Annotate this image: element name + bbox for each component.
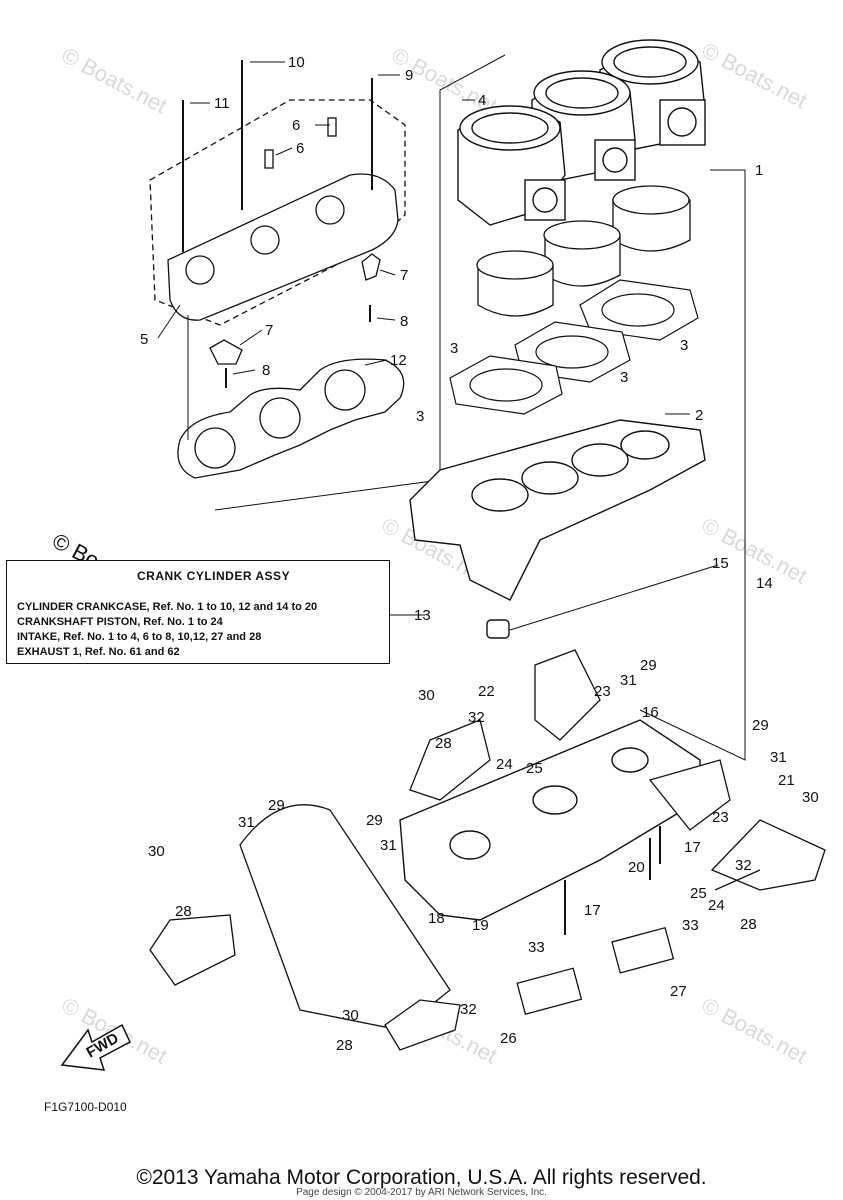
- watermark: © Boats.net: [698, 512, 812, 588]
- callout: 2: [695, 407, 703, 424]
- callout: 4: [478, 92, 486, 109]
- callout: 7: [400, 267, 408, 284]
- callout: 31: [770, 749, 787, 766]
- callout: 1: [755, 162, 763, 179]
- callout: 31: [620, 672, 637, 689]
- callout: 29: [752, 717, 769, 734]
- callout: 8: [400, 313, 408, 330]
- info-line: CYLINDER CRANKCASE, Ref. No. 1 to 10, 12…: [17, 601, 318, 613]
- callout: 3: [450, 340, 458, 357]
- callout: 21: [778, 772, 795, 789]
- callout: 31: [238, 814, 255, 831]
- callout: 7: [265, 322, 273, 339]
- callout: 24: [708, 897, 725, 914]
- callout: 32: [468, 709, 485, 726]
- callout: 5: [140, 331, 148, 348]
- callout: 6: [296, 140, 304, 157]
- watermark: © Boats.net: [698, 37, 812, 113]
- callout: 30: [342, 1007, 359, 1024]
- callout: 3: [620, 369, 628, 386]
- callout: 30: [148, 843, 165, 860]
- head-gasket: [177, 358, 405, 479]
- callout: 26: [500, 1030, 517, 1047]
- info-line: CRANKSHAFT PISTON, Ref. No. 1 to 24: [17, 616, 223, 628]
- base-gaskets: [449, 279, 699, 415]
- diagram-code: F1G7100-D010: [44, 1100, 127, 1114]
- callout: 33: [528, 939, 545, 956]
- callout: 29: [268, 797, 285, 814]
- callout: 22: [478, 683, 495, 700]
- info-box-title: CRANK CYLINDER ASSY: [137, 569, 291, 583]
- callout: 20: [628, 859, 645, 876]
- callout: 29: [640, 657, 657, 674]
- copyright-notice: ©2013 Yamaha Motor Corporation, U.S.A. A…: [136, 1166, 707, 1189]
- callout: 32: [460, 1001, 477, 1018]
- callout: 23: [594, 683, 611, 700]
- callout: 25: [526, 760, 543, 777]
- callout: 28: [336, 1037, 353, 1054]
- info-line: EXHAUST 1, Ref. No. 61 and 62: [17, 646, 180, 658]
- callout: 31: [380, 837, 397, 854]
- callout: 24: [496, 756, 513, 773]
- callout: 17: [584, 902, 601, 919]
- lower-crankcase: [399, 719, 701, 935]
- watermark: © Boats.net: [698, 992, 812, 1068]
- callout: 13: [414, 607, 431, 624]
- callout: 3: [416, 408, 424, 425]
- upper-crankcase: [409, 419, 706, 639]
- cylinder-head-dashed-outline: [149, 99, 406, 326]
- callout-numbers: 10 9 11 4 6 6 1 7 8 5 7 8 12 3 3 3 3 2 1…: [140, 54, 819, 1054]
- callout: 12: [390, 352, 407, 369]
- callout: 9: [405, 67, 413, 84]
- callout: 27: [670, 983, 687, 1000]
- callout: 15: [712, 555, 729, 572]
- intake-parts: [149, 649, 826, 1051]
- cylinder-head-assembly: [149, 60, 406, 388]
- watermark: © Boats.net: [58, 42, 172, 118]
- callout: 28: [175, 903, 192, 920]
- callout: 18: [428, 910, 445, 927]
- page-design-notice: Page design © 2004-2017 by ARI Network S…: [296, 1187, 547, 1198]
- callout: 16: [642, 704, 659, 721]
- assembly-info-box: CRANK CYLINDER ASSY CYLINDER CRANKCASE, …: [6, 560, 390, 664]
- callout: 32: [735, 857, 752, 874]
- cylinder-block: [457, 39, 706, 226]
- callout: 29: [366, 812, 383, 829]
- callout: 28: [740, 916, 757, 933]
- callout: 3: [680, 337, 688, 354]
- callout: 30: [802, 789, 819, 806]
- callout-leaders: [157, 61, 745, 631]
- callout: 11: [214, 95, 230, 112]
- callout: 19: [472, 917, 489, 934]
- callout: 14: [756, 575, 773, 592]
- callout: 6: [292, 117, 300, 134]
- info-line: INTAKE, Ref. No. 1 to 4, 6 to 8, 10,12, …: [17, 631, 262, 643]
- callout: 8: [262, 362, 270, 379]
- callout: 30: [418, 687, 435, 704]
- pistons: [476, 185, 691, 317]
- callout: 33: [682, 917, 699, 934]
- callout: 10: [288, 54, 305, 71]
- cylinder-head-body: [167, 173, 399, 321]
- callout: 17: [684, 839, 701, 856]
- callout: 28: [435, 735, 452, 752]
- callout: 25: [690, 885, 707, 902]
- callout: 23: [712, 809, 729, 826]
